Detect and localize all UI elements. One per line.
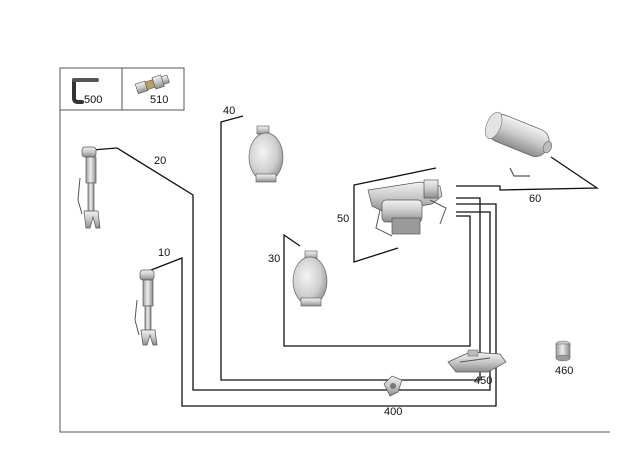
part-label-500: 500: [84, 94, 102, 106]
pressure-reservoir-icon: [485, 111, 553, 177]
compressor-valve-block-icon: [367, 179, 447, 237]
front-strut-left-icon: [77, 146, 101, 229]
air-spring-lower-icon: [292, 250, 328, 307]
plug-cap-icon: [555, 340, 571, 362]
part-label-10: 10: [158, 247, 170, 259]
part-label-40: 40: [223, 105, 235, 117]
pressure-lines: [91, 115, 600, 407]
part-label-30: 30: [268, 253, 280, 265]
air-spring-upper-icon: [248, 125, 284, 183]
front-strut-right-icon: [134, 269, 158, 346]
diagram-frame: [59, 67, 610, 433]
part-label-460: 460: [555, 365, 573, 377]
part-label-450: 450: [474, 375, 492, 387]
part-label-400: 400: [384, 406, 402, 418]
line-clip-icon: [383, 375, 403, 397]
part-label-60: 60: [529, 193, 541, 205]
part-label-50: 50: [337, 213, 349, 225]
mounting-bracket-icon: [447, 349, 507, 373]
hex-key-icon: [72, 78, 99, 104]
part-label-20: 20: [154, 155, 166, 167]
connector-fitting-icon: [134, 74, 170, 95]
part-label-510: 510: [150, 94, 168, 106]
